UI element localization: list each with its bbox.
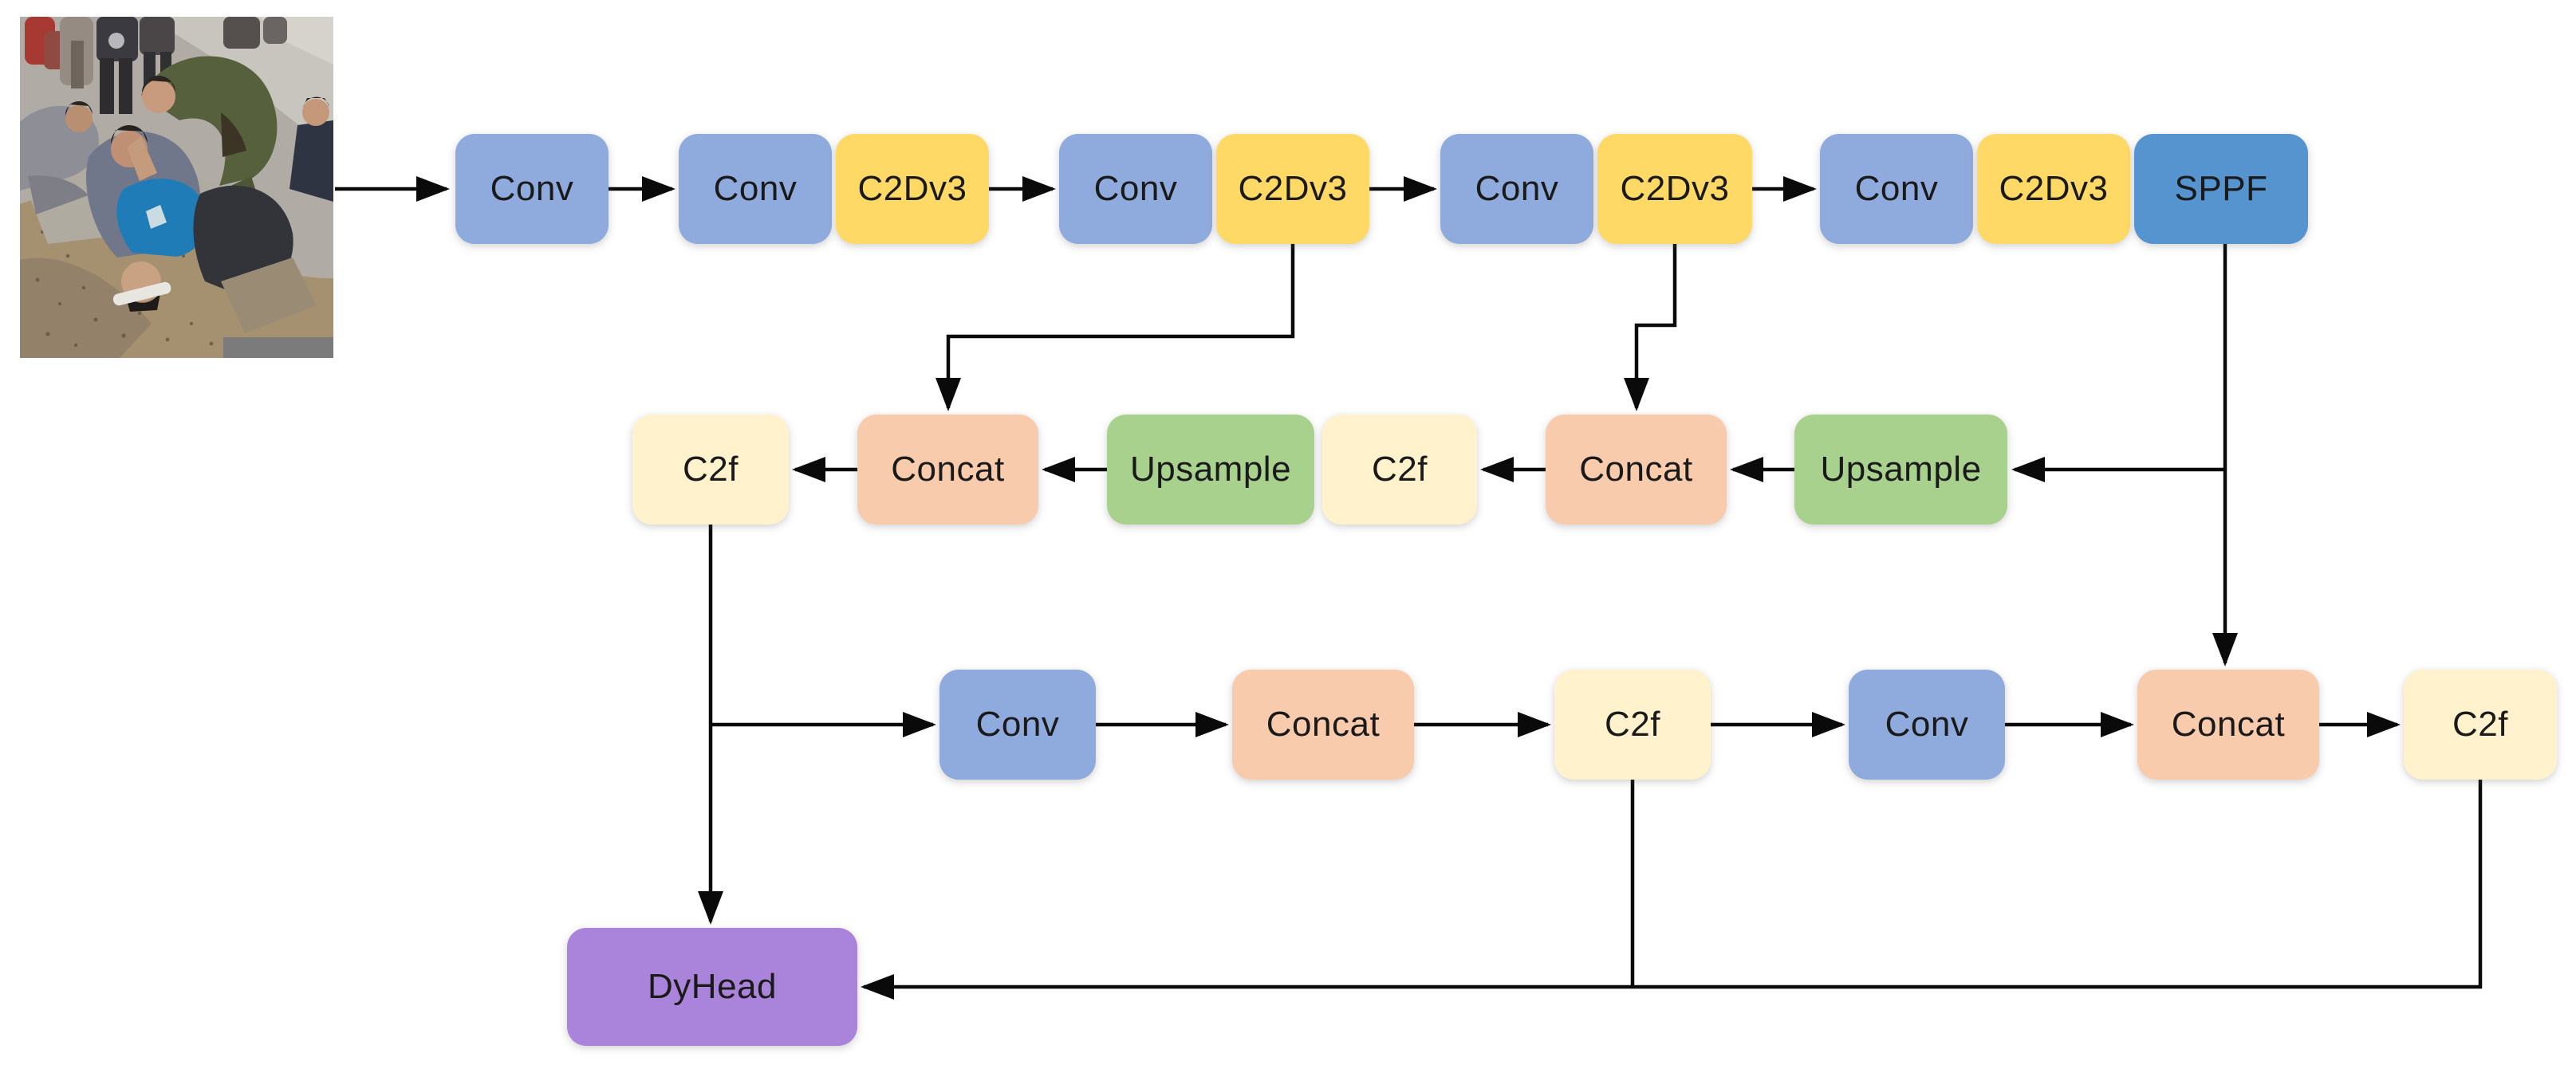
node-backbone-c2dv3-3: C2Dv3	[1597, 134, 1752, 244]
node-backbone-conv-3: Conv	[1059, 134, 1212, 244]
photo-grass-shade	[20, 257, 152, 358]
node-neck-bottom-c2f-2: C2f	[2404, 670, 2557, 780]
node-neck-bottom-conv-1: Conv	[939, 670, 1096, 780]
node-backbone-sppf: SPPF	[2134, 134, 2308, 244]
photo-kneeler-left	[20, 100, 99, 214]
photo-grey-bar	[223, 337, 333, 358]
node-neck-top-upsample-2: Upsample	[1794, 415, 2007, 525]
node-neck-bottom-concat-1: Concat	[1232, 670, 1414, 780]
photo-crowd	[25, 17, 287, 114]
node-backbone-conv-2: Conv	[679, 134, 832, 244]
edge-c2dv3c-to-concat-top2	[1624, 244, 1677, 411]
edge-c2dv3b-to-concat-top1	[935, 244, 1295, 411]
node-neck-bottom-c2f-1: C2f	[1554, 670, 1711, 780]
photo-illustration	[20, 17, 333, 358]
node-head-dyhead: DyHead	[567, 928, 857, 1046]
input-photo	[20, 17, 333, 358]
node-neck-bottom-conv-2: Conv	[1849, 670, 2005, 780]
photo-patient	[112, 136, 317, 333]
node-neck-top-c2f-2: C2f	[1322, 415, 1477, 525]
edge-c2fb2-to-dyhead	[861, 780, 2483, 1000]
node-neck-top-upsample-1: Upsample	[1107, 415, 1314, 525]
photo-road-light	[148, 17, 333, 152]
node-backbone-conv-5: Conv	[1820, 134, 1973, 244]
photo-grass-speckles	[35, 230, 214, 348]
node-neck-bottom-concat-2: Concat	[2137, 670, 2319, 780]
node-backbone-c2dv3-1: C2Dv3	[836, 134, 989, 244]
node-backbone-c2dv3-2: C2Dv3	[1216, 134, 1369, 244]
node-backbone-c2dv3-4: C2Dv3	[1977, 134, 2130, 244]
photo-bystander-right	[290, 96, 333, 202]
node-backbone-conv-1: Conv	[455, 134, 609, 244]
node-backbone-conv-4: Conv	[1440, 134, 1593, 244]
node-neck-top-c2f-1: C2f	[632, 415, 789, 525]
node-neck-top-concat-2: Concat	[1546, 415, 1727, 525]
node-neck-top-concat-1: Concat	[857, 415, 1038, 525]
